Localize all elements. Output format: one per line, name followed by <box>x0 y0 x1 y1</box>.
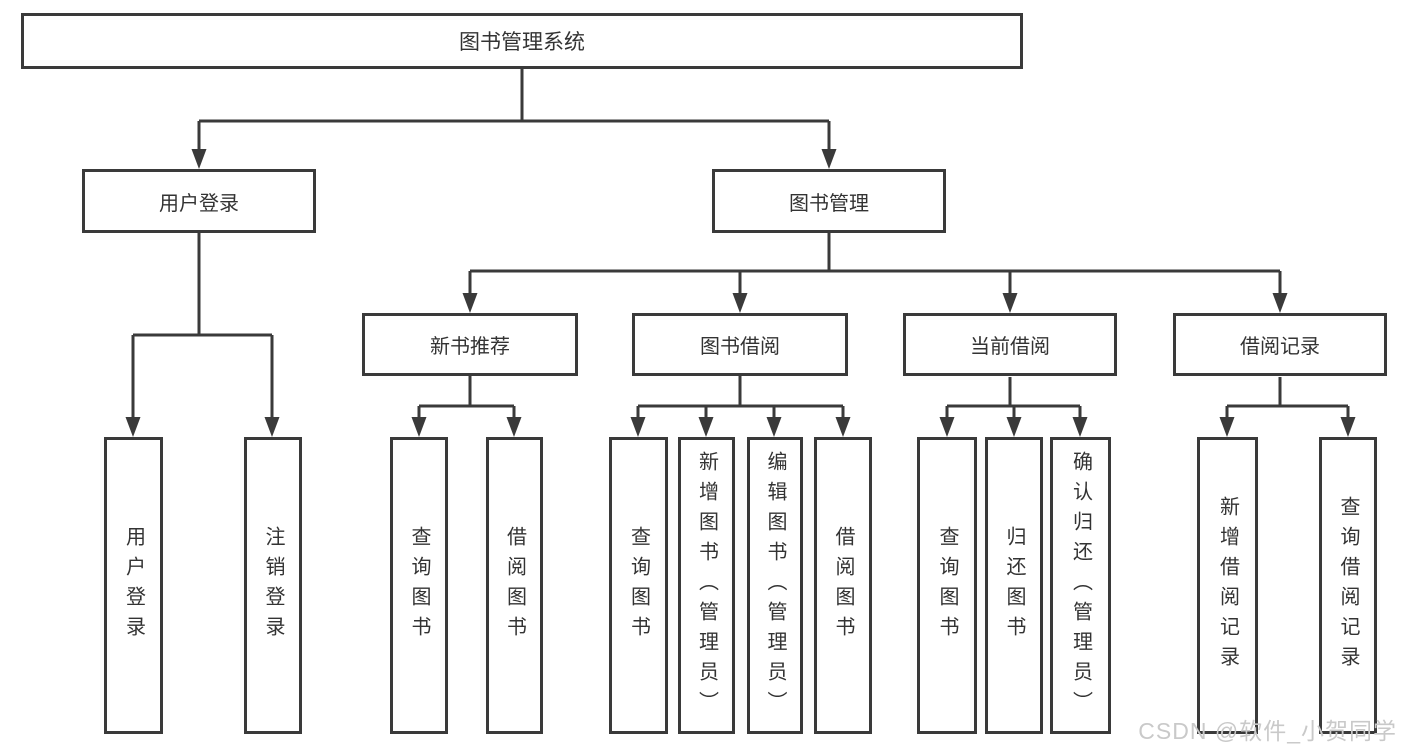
leaf-edit-book-admin: 编辑图书（管理员） <box>747 437 803 734</box>
arrowhead-icon <box>264 417 280 437</box>
leaf-user-login: 用户登录 <box>104 437 163 734</box>
node-library-system: 图书管理系统 <box>21 13 1023 69</box>
connector-path <box>636 376 845 421</box>
arrowhead-icon <box>630 417 646 437</box>
arrowhead-icon <box>821 149 837 169</box>
node-borrow-records: 借阅记录 <box>1173 313 1387 376</box>
leaf-query-books-2: 查询图书 <box>609 437 668 734</box>
connector-path <box>197 69 831 153</box>
arrowhead-icon <box>1006 417 1022 437</box>
connector-path <box>131 233 274 421</box>
leaf-query-borrow-record: 查询借阅记录 <box>1319 437 1377 734</box>
arrowhead-icon <box>1340 417 1356 437</box>
node-book-borrow: 图书借阅 <box>632 313 848 376</box>
leaf-add-borrow-record: 新增借阅记录 <box>1197 437 1258 734</box>
arrowhead-icon <box>766 417 782 437</box>
connector-path <box>417 376 516 421</box>
node-user-login: 用户登录 <box>82 169 316 233</box>
connector-path <box>945 377 1082 421</box>
leaf-return-books: 归还图书 <box>985 437 1043 734</box>
arrowhead-icon <box>411 417 427 437</box>
leaf-logout-login: 注销登录 <box>244 437 302 734</box>
arrowhead-icon <box>939 417 955 437</box>
arrowhead-icon <box>191 149 207 169</box>
arrowhead-icon <box>1002 293 1018 313</box>
arrowhead-icon <box>732 293 748 313</box>
arrowhead-icon <box>1272 293 1288 313</box>
connector-path <box>468 233 1282 297</box>
arrowhead-icon <box>1072 417 1088 437</box>
leaf-borrow-books-1: 借阅图书 <box>486 437 543 734</box>
arrowhead-icon <box>125 417 141 437</box>
arrowhead-icon <box>698 417 714 437</box>
node-book-management: 图书管理 <box>712 169 946 233</box>
leaf-add-book-admin: 新增图书（管理员） <box>678 437 735 734</box>
arrowhead-icon <box>1219 417 1235 437</box>
node-new-book-recommend: 新书推荐 <box>362 313 578 376</box>
arrowhead-icon <box>835 417 851 437</box>
leaf-query-books-3: 查询图书 <box>917 437 977 734</box>
connector-path <box>1225 377 1350 421</box>
arrowhead-icon <box>506 417 522 437</box>
arrowhead-icon <box>462 293 478 313</box>
leaf-query-books-1: 查询图书 <box>390 437 448 734</box>
leaf-confirm-return-admin: 确认归还（管理员） <box>1050 437 1111 734</box>
node-current-borrow: 当前借阅 <box>903 313 1117 376</box>
leaf-borrow-books-2: 借阅图书 <box>814 437 872 734</box>
